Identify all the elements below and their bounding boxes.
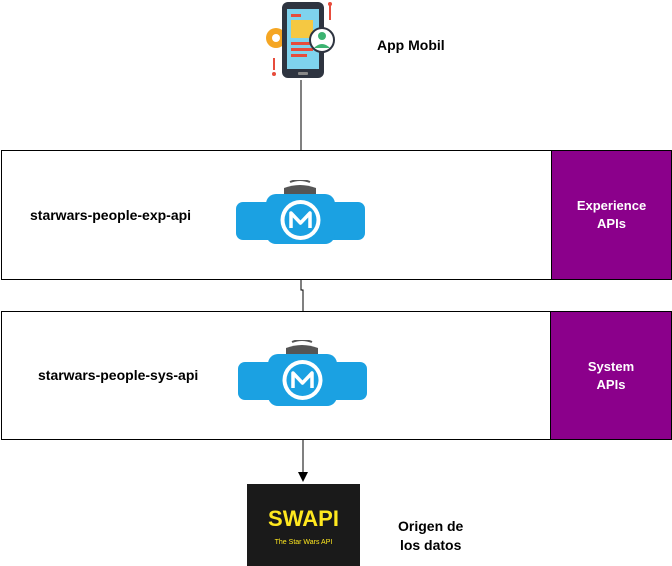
system-tag-line2: APIs [596, 376, 626, 392]
swapi-logo: SWAPI The Star Wars API [247, 484, 360, 566]
sys-api-name: starwars-people-sys-api [38, 367, 199, 383]
system-tag-line1: System [587, 358, 635, 374]
source-label-line2: los datos [399, 537, 462, 553]
mobile-label: App Mobil [377, 37, 445, 53]
mobile-app-icon [262, 0, 342, 80]
source-label: Origen de los datos [398, 517, 463, 555]
experience-tag-line1: Experience [576, 198, 647, 213]
source-label-line1: Origen de [398, 518, 464, 534]
mulesoft-api-icon [238, 339, 367, 410]
swapi-logo-subtitle: The Star Wars API [274, 539, 333, 546]
exp-api-name: starwars-people-exp-api [30, 207, 192, 223]
experience-tag: Experience APIs [551, 150, 672, 280]
experience-tag-line2: APIs [597, 216, 626, 231]
swapi-logo-title: SWAPI [268, 506, 339, 531]
system-tag: System APIs [550, 311, 672, 440]
mulesoft-api-icon [236, 179, 365, 245]
